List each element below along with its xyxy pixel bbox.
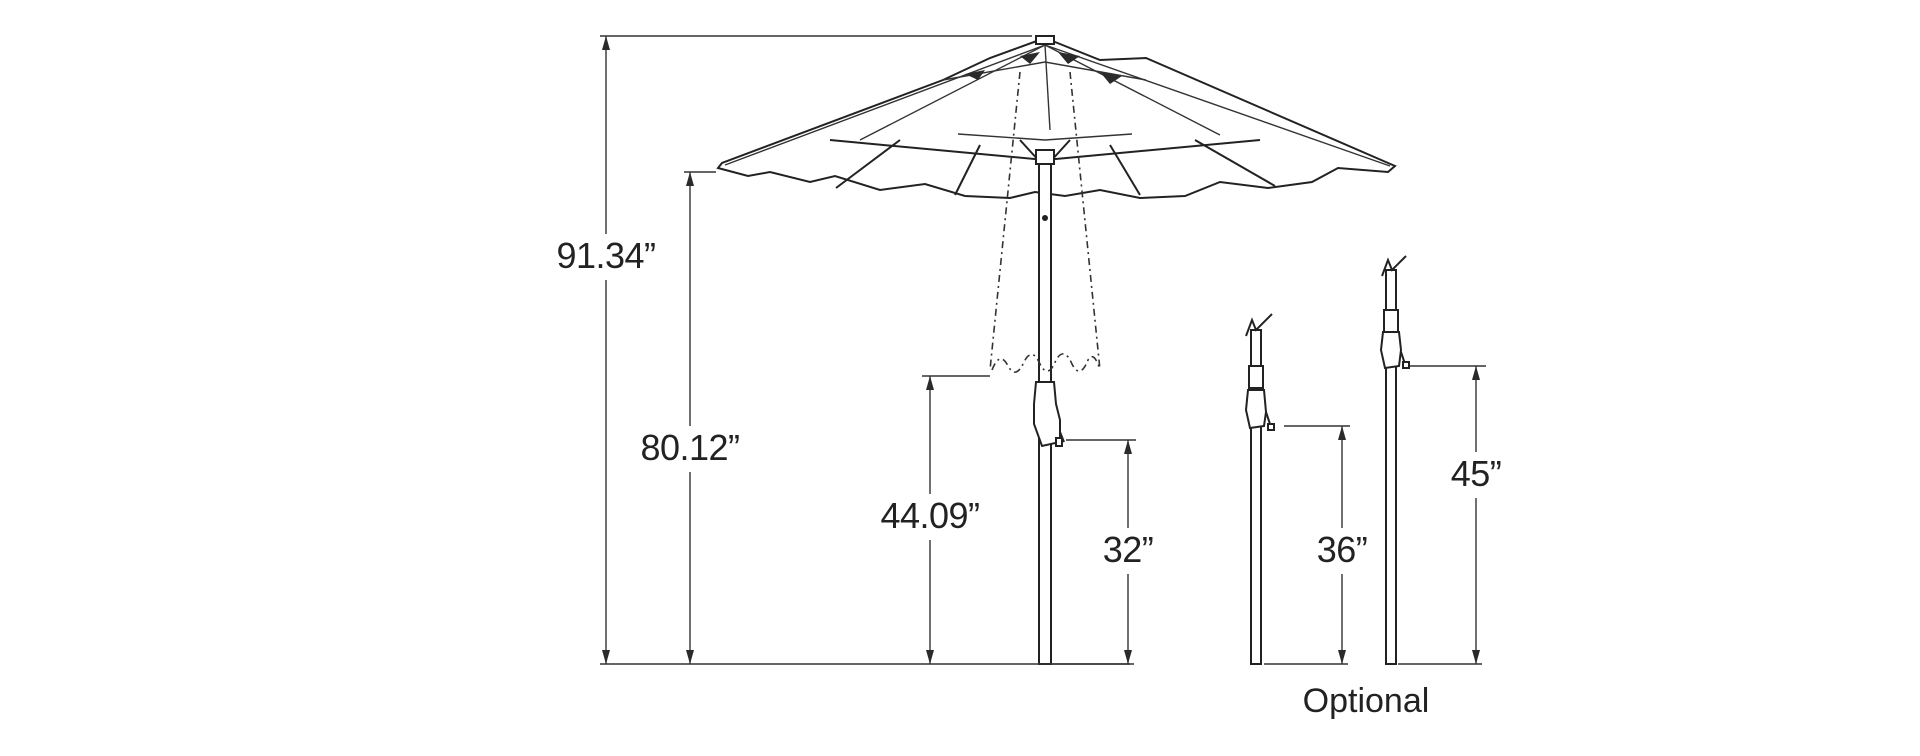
umbrella-canopy [716,35,1397,200]
optional-caption: Optional [1303,682,1430,720]
overall-height-label: 91.34” [556,235,655,276]
crank-height-standard-label: 32” [1103,529,1154,570]
optional-pole-a [1244,313,1350,665]
umbrella-pole [1033,163,1065,665]
optional-pole-b [1379,255,1486,665]
canopy-clearance-label: 80.12” [640,427,739,468]
dimension-lines [600,35,1136,665]
tilt-range-outline [989,71,1101,373]
open-height-label: 44.09” [880,495,979,536]
crank-height-option-a-label: 36” [1317,529,1368,570]
crank-height-option-b-label: 45” [1451,453,1502,494]
